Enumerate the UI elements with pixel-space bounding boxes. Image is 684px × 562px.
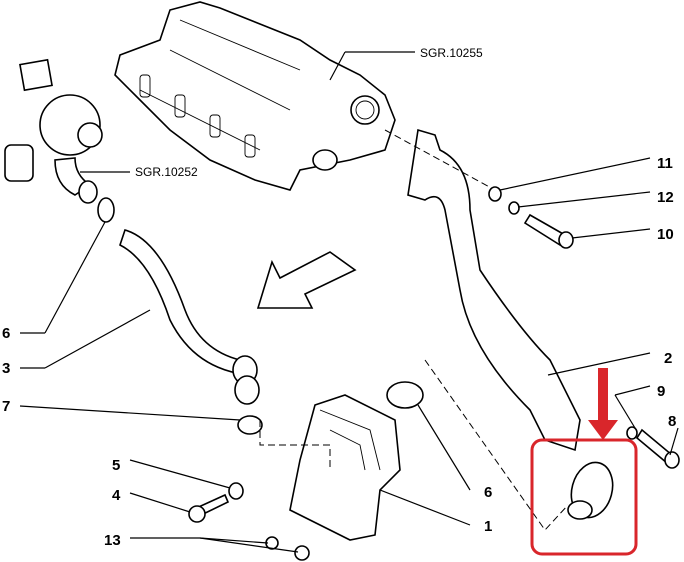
intercooler [237,381,424,541]
ref-turbocharger: SGR.10252 [135,165,198,179]
callout-12: 12 [657,189,674,206]
intercooler-outlet-pipe [407,128,614,520]
ref-intake-manifold: SGR.10255 [420,46,483,60]
grommet [228,482,244,500]
highlight-box [530,438,638,556]
leader-lines [19,157,679,553]
callout-9: 9 [657,383,665,400]
callout-13: 13 [104,532,121,549]
callout-1: 1 [484,518,492,535]
callout-2: 2 [664,350,672,367]
highlight-arrow [588,368,618,440]
nut [294,545,310,561]
intercooler-inlet-hose [119,229,252,376]
callout-6-lower: 6 [484,484,492,501]
callout-10: 10 [657,226,674,243]
washer [626,426,638,440]
callout-5: 5 [112,457,120,474]
callout-6-upper: 6 [2,325,10,342]
hose-clamp [97,197,115,223]
callout-4: 4 [112,487,121,504]
callout-7: 7 [2,398,10,415]
turbocharger [4,58,130,204]
washer [508,201,520,215]
intake-manifold [114,1,415,191]
callout-8: 8 [668,413,676,430]
direction-arrow [256,251,357,309]
washer [488,186,502,202]
callout-11: 11 [657,155,673,172]
callout-3: 3 [2,360,10,377]
